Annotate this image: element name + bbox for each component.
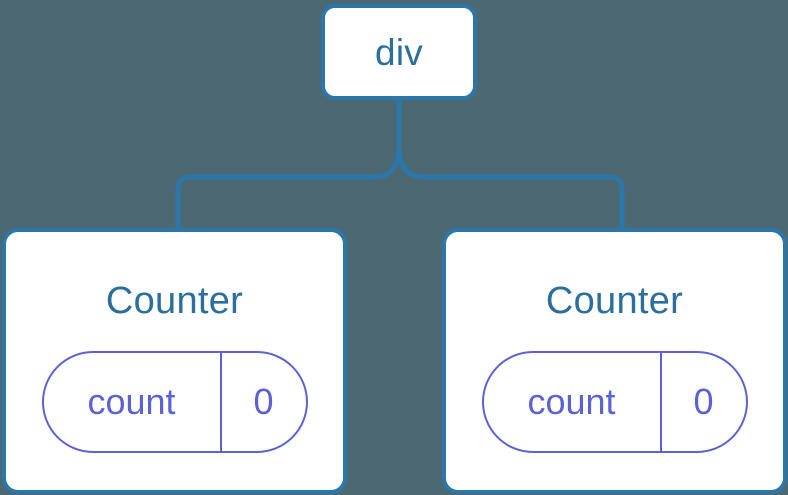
node-div[interactable]: div <box>321 4 477 100</box>
node-counter-right-label: Counter <box>545 280 684 322</box>
state-pill-right[interactable]: count 0 <box>481 351 748 453</box>
state-value-left: 0 <box>253 381 274 422</box>
state-key-right: count <box>484 353 662 451</box>
state-value-right: 0 <box>693 381 714 422</box>
edge-to-counter-left <box>175 142 402 231</box>
edge-to-counter-right <box>396 142 625 231</box>
node-counter-left-label: Counter <box>105 280 244 322</box>
node-counter-right[interactable]: Counter count 0 <box>442 228 787 494</box>
node-div-label: div <box>375 31 423 73</box>
node-counter-left[interactable]: Counter count 0 <box>2 228 347 494</box>
state-key-left: count <box>44 353 222 451</box>
state-pill-left[interactable]: count 0 <box>41 351 308 453</box>
